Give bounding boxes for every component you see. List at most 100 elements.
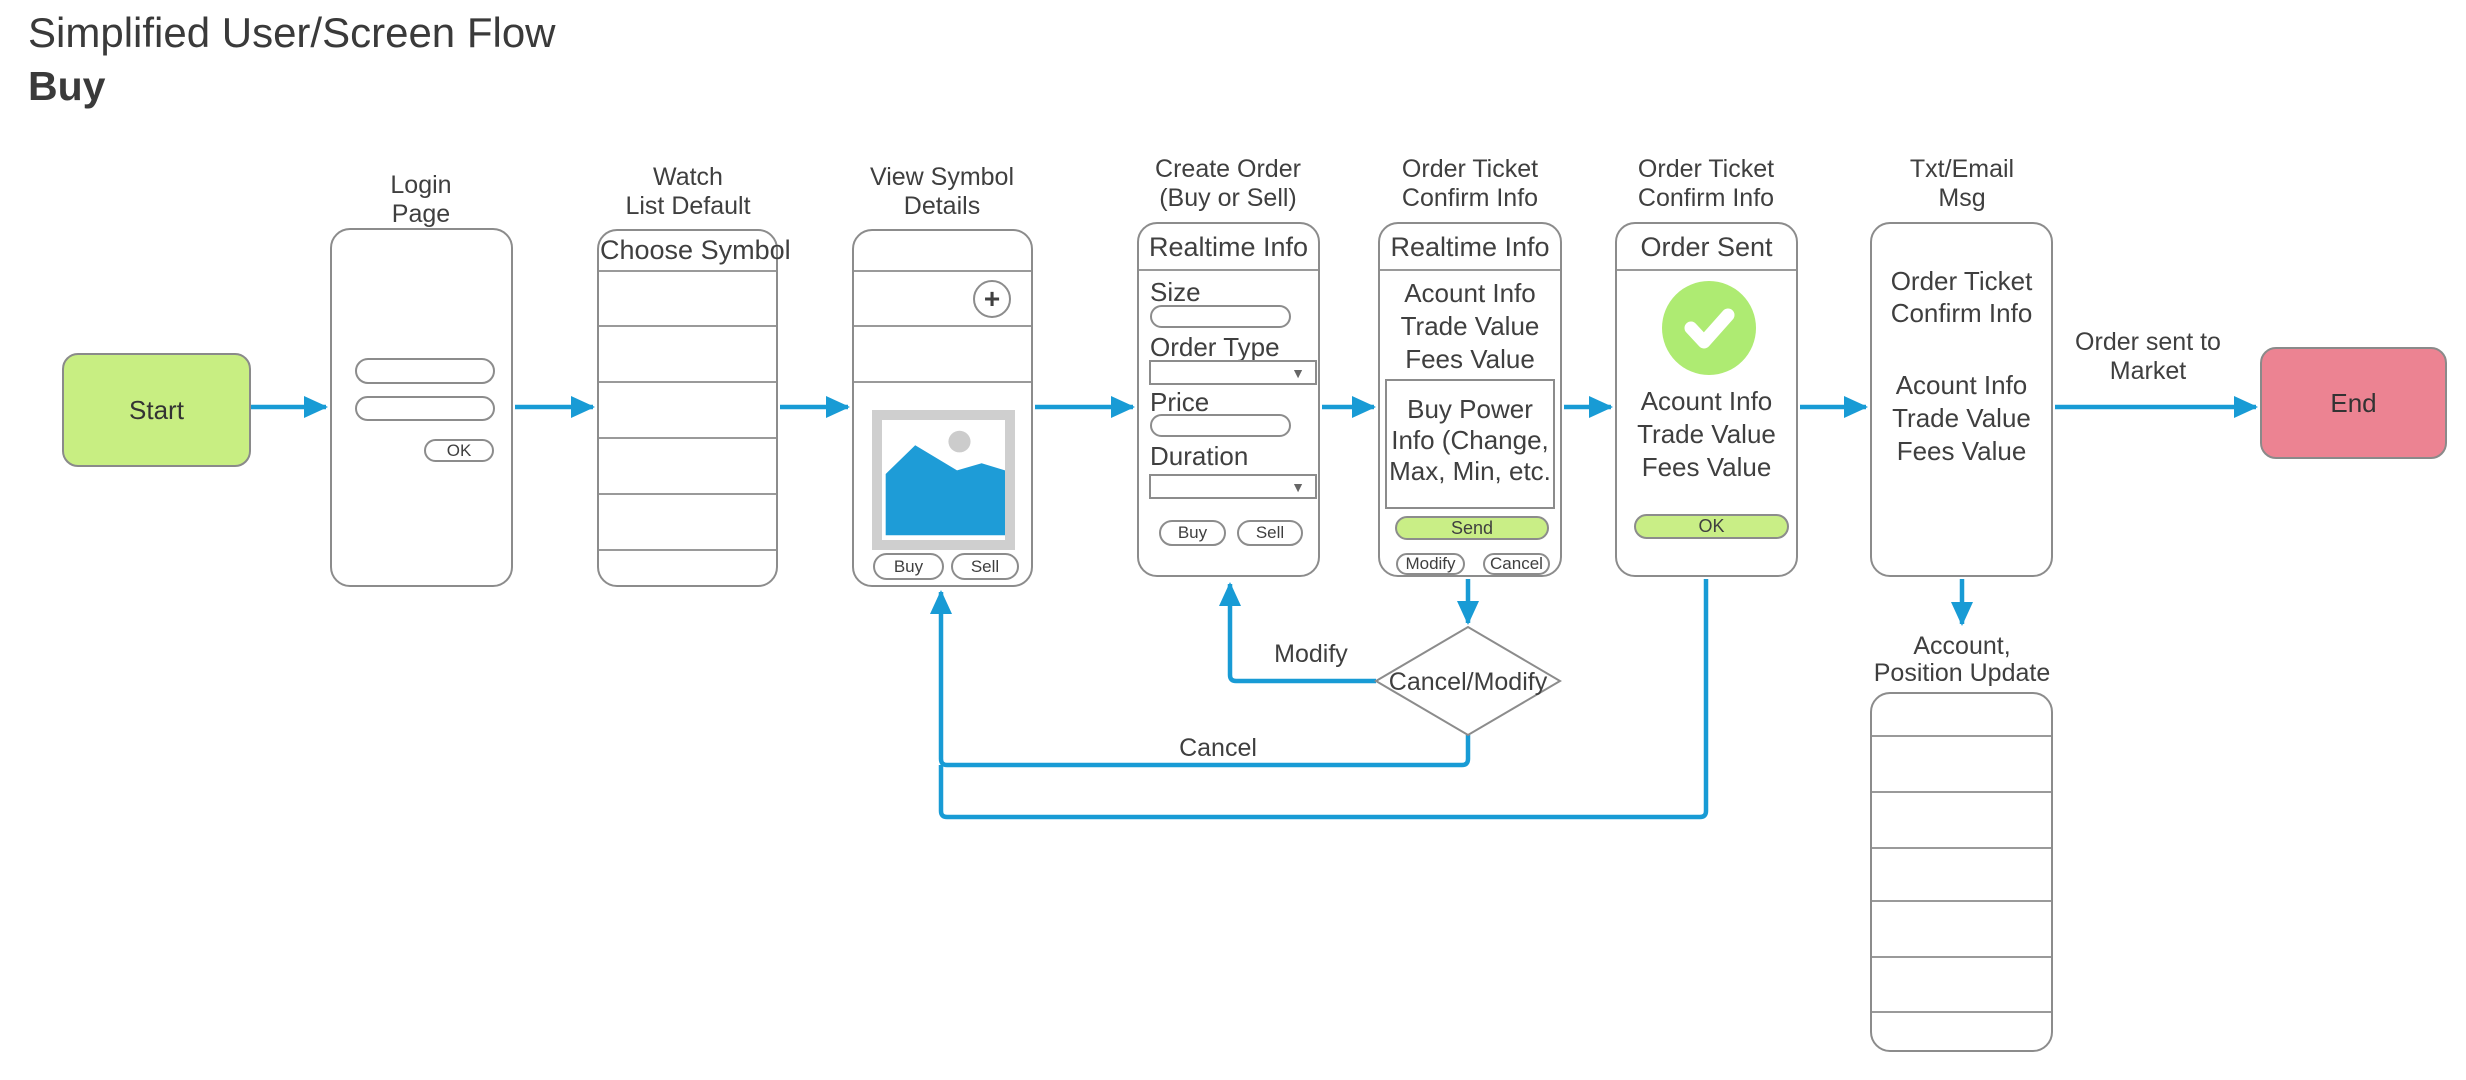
order-ticket-title: Order Ticket Confirm Info bbox=[1370, 155, 1570, 213]
title-line: Page bbox=[391, 200, 451, 228]
page-title: Simplified User/Screen Flow bbox=[28, 9, 556, 56]
order-buy-button[interactable]: Buy bbox=[1159, 520, 1226, 546]
create-order-header: Realtime Info bbox=[1148, 232, 1309, 262]
title-line: Order Ticket bbox=[1401, 155, 1539, 183]
sell-button-label: Sell bbox=[970, 556, 1000, 576]
view-buy-button[interactable]: Buy bbox=[873, 553, 944, 580]
price-input[interactable] bbox=[1150, 414, 1291, 437]
price-label: Price bbox=[1150, 387, 1210, 417]
cancel-edge-label: Cancel bbox=[1179, 734, 1257, 762]
row-divider bbox=[854, 381, 1031, 383]
success-check-circle bbox=[1662, 281, 1756, 375]
title-line: Position Update bbox=[1873, 659, 2051, 687]
watchlist-header: Choose Symbol bbox=[600, 235, 791, 265]
info-line: Fees Value bbox=[1641, 452, 1772, 482]
login-page-title: Login Page bbox=[321, 171, 521, 229]
duration-dropdown[interactable]: ▼ bbox=[1149, 474, 1317, 499]
watchlist-table: Choose Symbol bbox=[597, 229, 791, 587]
watchlist-title: Watch List Default bbox=[588, 163, 788, 221]
page-subtitle: Buy bbox=[28, 63, 106, 109]
title-line: List Default bbox=[625, 192, 751, 220]
title-line: (Buy or Sell) bbox=[1159, 184, 1297, 212]
row-divider bbox=[854, 270, 1031, 272]
plus-icon: + bbox=[983, 283, 1001, 314]
create-order-phone: Realtime Info Size Order Type ▼ Price Du… bbox=[1137, 222, 1320, 577]
title-line: Confirm Info bbox=[1637, 184, 1775, 212]
modify-button[interactable]: Modify bbox=[1396, 553, 1465, 575]
row-divider bbox=[1872, 791, 2051, 793]
modify-edge-label: Modify bbox=[1274, 640, 1348, 668]
username-input[interactable] bbox=[355, 358, 495, 384]
view-symbol-phone: + Buy Sell bbox=[852, 229, 1033, 587]
modify-button-label: Modify bbox=[1405, 554, 1456, 573]
order-ticket-phone: Realtime Info Acount Info Trade Value Fe… bbox=[1378, 222, 1562, 577]
title-line: Details bbox=[903, 192, 981, 220]
txt-email-phone: Order Ticket Confirm Info Acount Info Tr… bbox=[1870, 222, 2053, 577]
txt-email-lines: Order Ticket Confirm Info bbox=[1872, 265, 2051, 329]
add-symbol-button[interactable]: + bbox=[973, 280, 1011, 318]
info-line: Trade Value bbox=[1400, 311, 1540, 341]
decision-label: Cancel/Modify bbox=[1388, 668, 1548, 696]
row-divider bbox=[1872, 956, 2051, 958]
cancel-button-label: Cancel bbox=[1490, 554, 1543, 573]
info-line: Fees Value bbox=[1896, 436, 2027, 466]
row-divider bbox=[599, 270, 776, 272]
ok-button-label: OK bbox=[1698, 516, 1725, 536]
title-line: View Symbol bbox=[869, 163, 1015, 191]
view-symbol-title: View Symbol Details bbox=[842, 163, 1042, 221]
buy-power-text: Buy Power Info (Change, Max, Min, etc. bbox=[1387, 394, 1553, 487]
order-type-label: Order Type bbox=[1150, 332, 1280, 362]
info-line: Info (Change, bbox=[1391, 425, 1549, 455]
send-button-label: Send bbox=[1450, 517, 1494, 538]
order-type-dropdown[interactable]: ▼ bbox=[1149, 360, 1317, 385]
header-divider bbox=[1380, 269, 1560, 271]
order-sent-to-market-label: Order sent to Market bbox=[2048, 328, 2248, 386]
title-line: Create Order bbox=[1155, 155, 1301, 183]
header-divider bbox=[1139, 269, 1318, 271]
txt-email-info: Acount Info Trade Value Fees Value bbox=[1872, 369, 2051, 468]
order-sell-button[interactable]: Sell bbox=[1237, 520, 1303, 546]
size-input[interactable] bbox=[1150, 305, 1291, 328]
dropdown-arrow-icon: ▼ bbox=[1291, 479, 1305, 495]
end-node: End bbox=[2260, 347, 2447, 459]
password-input[interactable] bbox=[355, 396, 495, 421]
buy-button-label: Buy bbox=[893, 556, 924, 576]
arrow-decision-modify-loop bbox=[1219, 582, 1376, 684]
ok-button-label: OK bbox=[446, 440, 472, 460]
row-divider bbox=[1872, 1011, 2051, 1013]
send-button[interactable]: Send bbox=[1395, 516, 1549, 540]
buy-button-label: Buy bbox=[1177, 523, 1208, 542]
arrow-decision-cancel-loop bbox=[930, 590, 1471, 768]
create-order-title: Create Order (Buy or Sell) bbox=[1128, 155, 1328, 213]
row-divider bbox=[1872, 847, 2051, 849]
order-sent-title: Order Ticket Confirm Info bbox=[1606, 155, 1806, 213]
row-divider bbox=[854, 325, 1031, 327]
check-icon bbox=[1684, 308, 1735, 349]
title-line: Login bbox=[390, 171, 452, 199]
title-line: Order Ticket bbox=[1637, 155, 1775, 183]
account-update-title: Account, Position Update bbox=[1852, 633, 2072, 687]
title-line: Watch bbox=[653, 163, 723, 191]
title-line: Account, bbox=[1913, 632, 2011, 660]
order-sent-phone: Order Sent Acount Info Trade Value Fees … bbox=[1615, 222, 1798, 577]
order-ticket-header: Realtime Info bbox=[1390, 232, 1550, 262]
duration-label: Duration bbox=[1150, 441, 1249, 471]
view-sell-button[interactable]: Sell bbox=[951, 553, 1019, 580]
row-divider bbox=[599, 549, 776, 551]
order-sent-ok-button[interactable]: OK bbox=[1634, 514, 1789, 539]
start-node: Start bbox=[62, 353, 251, 467]
login-phone: OK bbox=[330, 228, 513, 587]
info-line: Acount Info bbox=[1895, 370, 2028, 400]
title-line: Txt/Email bbox=[1909, 155, 2015, 183]
label-line: Market bbox=[2109, 357, 2187, 385]
row-divider bbox=[1872, 735, 2051, 737]
order-ticket-info: Acount Info Trade Value Fees Value bbox=[1380, 277, 1560, 376]
cancel-button[interactable]: Cancel bbox=[1483, 553, 1550, 575]
row-divider bbox=[1872, 900, 2051, 902]
dropdown-arrow-icon: ▼ bbox=[1291, 365, 1305, 381]
row-divider bbox=[599, 437, 776, 439]
txt-email-title: Txt/Email Msg bbox=[1862, 155, 2062, 213]
login-ok-button[interactable]: OK bbox=[424, 439, 494, 462]
